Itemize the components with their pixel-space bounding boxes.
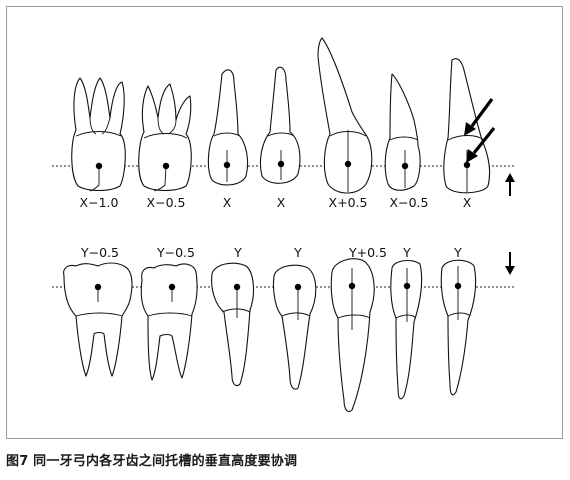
lower-molar-1 <box>63 262 133 377</box>
upper-premolar-4 <box>259 66 301 184</box>
lower-label-1: Y−0.5 <box>80 245 119 260</box>
lower-label-5: Y+0.5 <box>348 245 387 260</box>
lower-label-6: Y <box>402 245 411 260</box>
figure-caption: 图7 同一牙弓内各牙齿之间托槽的垂直高度要协调 <box>6 454 298 469</box>
pointer-arrows <box>464 98 496 163</box>
upper-lateral-incisor-6 <box>384 73 421 191</box>
upper-label-5: X+0.5 <box>329 195 368 210</box>
lower-central-incisor-7 <box>440 259 477 396</box>
lower-canine-5 <box>330 258 375 413</box>
upper-labels: X−1.0 X−0.5 X X X+0.5 X−0.5 X <box>80 195 472 210</box>
upper-bracket-points <box>95 160 471 170</box>
lower-premolar-4 <box>272 264 317 390</box>
upper-label-1: X−1.0 <box>80 195 119 210</box>
upper-canine-5 <box>317 37 373 194</box>
lower-premolar-3 <box>211 262 255 387</box>
upper-molar-1 <box>71 77 126 192</box>
lower-label-4: Y <box>293 245 302 260</box>
upper-label-4: X <box>277 195 286 210</box>
upper-molar-2 <box>138 83 192 192</box>
upper-label-2: X−0.5 <box>147 195 186 210</box>
lower-label-7: Y <box>453 245 462 260</box>
lower-label-3: Y <box>233 245 242 260</box>
upper-label-7: X <box>463 195 472 210</box>
arrow-down-icon <box>505 252 515 275</box>
arrow-up-icon <box>505 173 515 196</box>
lower-bracket-points <box>94 282 462 291</box>
upper-label-6: X−0.5 <box>390 195 429 210</box>
lower-lateral-incisor-6 <box>390 259 423 400</box>
lower-labels: Y−0.5 Y−0.5 Y Y Y+0.5 Y Y <box>80 245 462 260</box>
lower-molar-2 <box>140 263 198 381</box>
upper-label-3: X <box>223 195 232 210</box>
lower-label-2: Y−0.5 <box>156 245 195 260</box>
